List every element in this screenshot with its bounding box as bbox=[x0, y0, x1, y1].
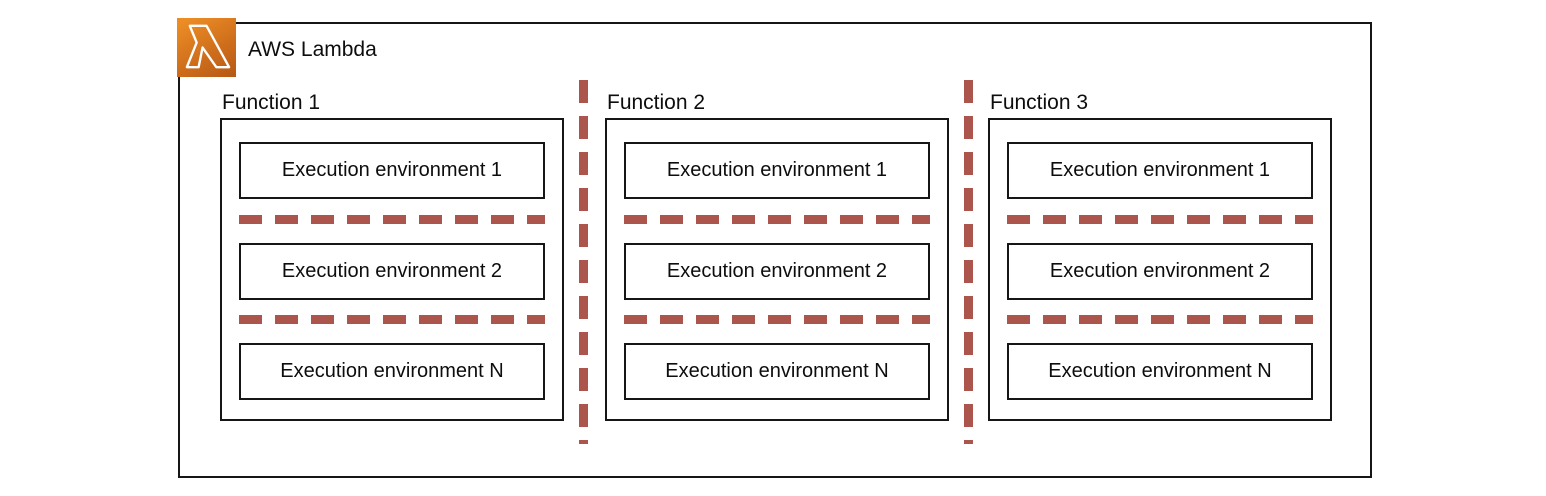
function-2-group: Function 2 Execution environment 1 Execu… bbox=[605, 24, 949, 476]
function-2-label: Function 2 bbox=[607, 91, 706, 114]
function-2-execution-environment-2: Execution environment 2 bbox=[624, 243, 930, 300]
function-2-execution-environment-1: Execution environment 1 bbox=[624, 142, 930, 199]
environment-separator-dashed-line bbox=[1007, 315, 1313, 324]
function-1-execution-environment-n: Execution environment N bbox=[239, 343, 545, 400]
function-3-execution-environment-1: Execution environment 1 bbox=[1007, 142, 1313, 199]
function-3-box: Execution environment 1 Execution enviro… bbox=[988, 118, 1332, 421]
aws-lambda-icon bbox=[177, 18, 236, 77]
environment-separator-dashed-line bbox=[624, 315, 930, 324]
function-separator-dashed-line-1 bbox=[579, 80, 588, 444]
function-1-box: Execution environment 1 Execution enviro… bbox=[220, 118, 564, 421]
function-2-execution-environment-n: Execution environment N bbox=[624, 343, 930, 400]
environment-separator-dashed-line bbox=[624, 215, 930, 224]
function-3-execution-environment-n: Execution environment N bbox=[1007, 343, 1313, 400]
function-separator-dashed-line-2 bbox=[964, 80, 973, 444]
function-3-execution-environment-2: Execution environment 2 bbox=[1007, 243, 1313, 300]
function-1-execution-environment-1: Execution environment 1 bbox=[239, 142, 545, 199]
function-2-box: Execution environment 1 Execution enviro… bbox=[605, 118, 949, 421]
lambda-glyph-icon bbox=[185, 24, 231, 69]
function-1-label: Function 1 bbox=[222, 91, 321, 114]
function-1-execution-environment-2: Execution environment 2 bbox=[239, 243, 545, 300]
environment-separator-dashed-line bbox=[1007, 215, 1313, 224]
function-3-label: Function 3 bbox=[990, 91, 1089, 114]
environment-separator-dashed-line bbox=[239, 315, 545, 324]
aws-lambda-container: AWS Lambda Function 1 Execution environm… bbox=[177, 18, 1372, 478]
diagram-title: AWS Lambda bbox=[248, 38, 377, 61]
function-3-group: Function 3 Execution environment 1 Execu… bbox=[988, 24, 1332, 476]
function-1-group: Function 1 Execution environment 1 Execu… bbox=[220, 24, 564, 476]
environment-separator-dashed-line bbox=[239, 215, 545, 224]
